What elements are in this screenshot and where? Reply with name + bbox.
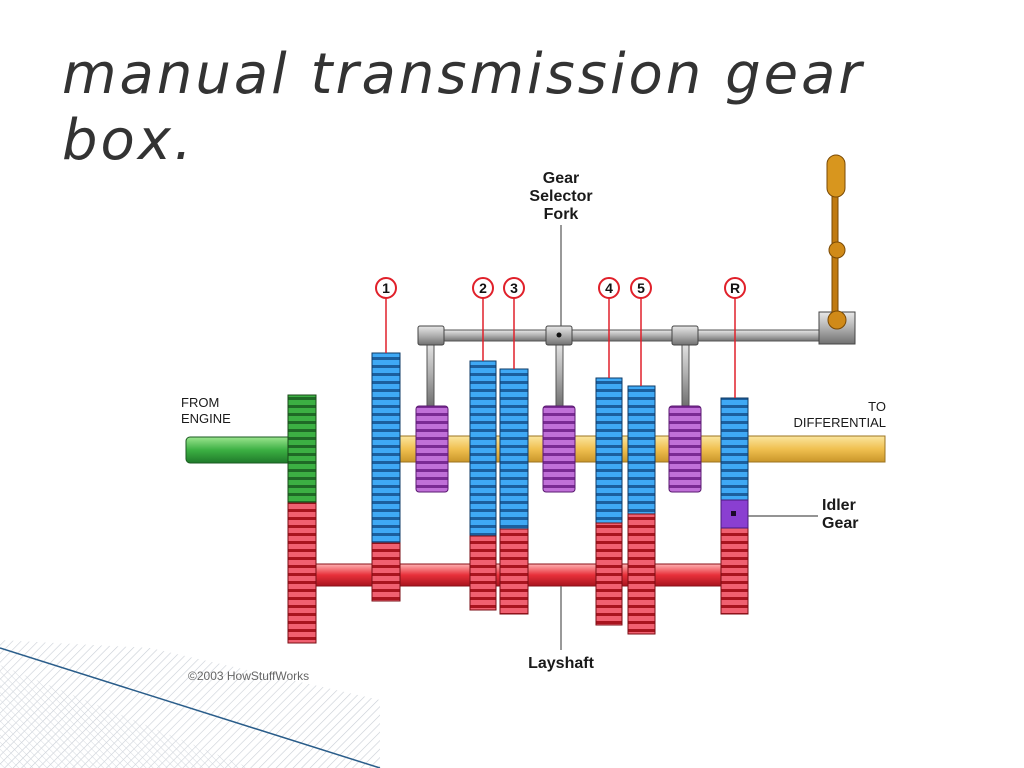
gear-5-layshaft [627,513,656,635]
gear-number-badge: 1 [375,277,397,299]
gear-number-label: 5 [637,280,645,296]
fork-hanger-3 [681,340,690,407]
rod-pivot [556,332,562,338]
gear-3-output [499,368,529,530]
lever-pivot [827,310,847,330]
gear-2-layshaft [469,535,497,611]
to-differential-line-1: TO [868,399,886,414]
rod-block-1 [417,325,445,346]
input-shaft [185,436,297,464]
gear-number-badge: 3 [503,277,525,299]
gear-number-label: R [730,280,740,296]
collar-3-4 [542,405,576,493]
credit-text: ©2003 HowStuffWorks [188,669,309,683]
gear-1-output [371,352,401,544]
gear-number-label: 4 [605,280,613,296]
fork-label-line-1: Gear [543,170,579,187]
gear-r-layshaft [720,527,749,615]
gear-number-badge: 2 [472,277,494,299]
fork-hanger-2 [555,340,564,407]
shift-knob [826,154,846,198]
idler-gear-hub [731,511,736,516]
to-differential-line-2: DIFFERENTIAL [794,415,886,430]
from-engine-line-2: ENGINE [181,411,231,426]
rod-block-3 [671,325,699,346]
gear-number-label: 3 [510,280,518,296]
gear-4-output [595,377,623,524]
gear-number-label: 2 [479,280,487,296]
slide-title: manual transmission gear box. [62,42,865,173]
collar-1-2 [415,405,449,493]
lever-joint [828,241,846,259]
gear-4-layshaft [595,522,623,626]
corner-stripes-b [0,665,250,768]
gear-5-output [627,385,656,515]
collar-5-r [668,405,702,493]
corner-line [0,647,381,768]
gear-number-badge: 4 [598,277,620,299]
gear-number-badge: R [724,277,746,299]
gear-number-label: 1 [382,280,390,296]
input-gear [287,394,317,504]
idler-label-line-2: Gear [822,515,858,532]
gear-2-output [469,360,497,537]
layshaft-label: Layshaft [528,655,594,672]
layshaft-drive-gear [287,502,317,644]
idler-label-line-1: Idler [822,497,856,514]
fork-label-line-2: Selector [529,188,592,205]
gear-1-layshaft [371,542,401,602]
fork-label-line-3: Fork [544,206,579,223]
gear-3-layshaft [499,528,529,615]
fork-hanger-1 [426,340,435,407]
from-engine-line-1: FROM [181,395,219,410]
gear-r-output [720,397,749,501]
gear-number-badge: 5 [630,277,652,299]
